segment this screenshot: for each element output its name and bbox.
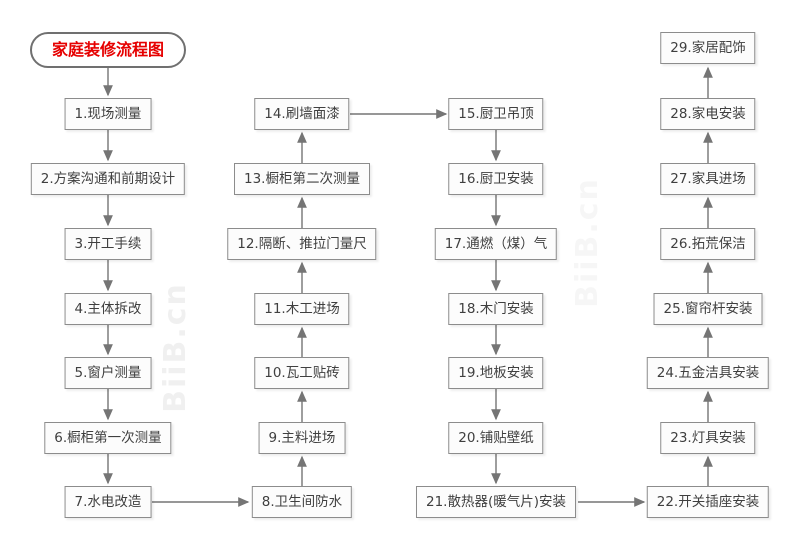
node-6: 6.橱柜第一次测量 [44,422,172,454]
node-8: 8.卫生间防水 [251,486,353,518]
node-2: 2.方案沟通和前期设计 [30,163,186,195]
node-22: 22.开关插座安装 [646,486,770,518]
node-21: 21.散热器(暖气片)安装 [415,486,577,518]
node-15: 15.厨卫吊顶 [448,98,544,130]
node-3: 3.开工手续 [64,228,152,260]
node-26: 26.拓荒保洁 [660,228,756,260]
node-24: 24.五金洁具安装 [646,357,770,389]
node-9: 9.主料进场 [258,422,346,454]
node-11: 11.木工进场 [254,293,350,325]
node-5: 5.窗户测量 [64,357,152,389]
node-19: 19.地板安装 [448,357,544,389]
node-7: 7.水电改造 [64,486,152,518]
node-17: 17.通燃（煤）气 [434,228,558,260]
node-12: 12.隔断、推拉门量尺 [227,228,377,260]
node-25: 25.窗帘杆安装 [653,293,763,325]
node-4: 4.主体拆改 [64,293,152,325]
node-20: 20.铺贴壁纸 [448,422,544,454]
node-27: 27.家具进场 [660,163,756,195]
node-1: 1.现场测量 [64,98,152,130]
node-28: 28.家电安装 [660,98,756,130]
node-14: 14.刷墙面漆 [254,98,350,130]
node-18: 18.木门安装 [448,293,544,325]
node-10: 10.瓦工贴砖 [254,357,350,389]
flow-title: 家庭装修流程图 [29,32,187,68]
node-13: 13.橱柜第二次测量 [234,163,370,195]
node-29: 29.家居配饰 [660,32,756,64]
node-16: 16.厨卫安装 [448,163,544,195]
node-23: 23.灯具安装 [660,422,756,454]
